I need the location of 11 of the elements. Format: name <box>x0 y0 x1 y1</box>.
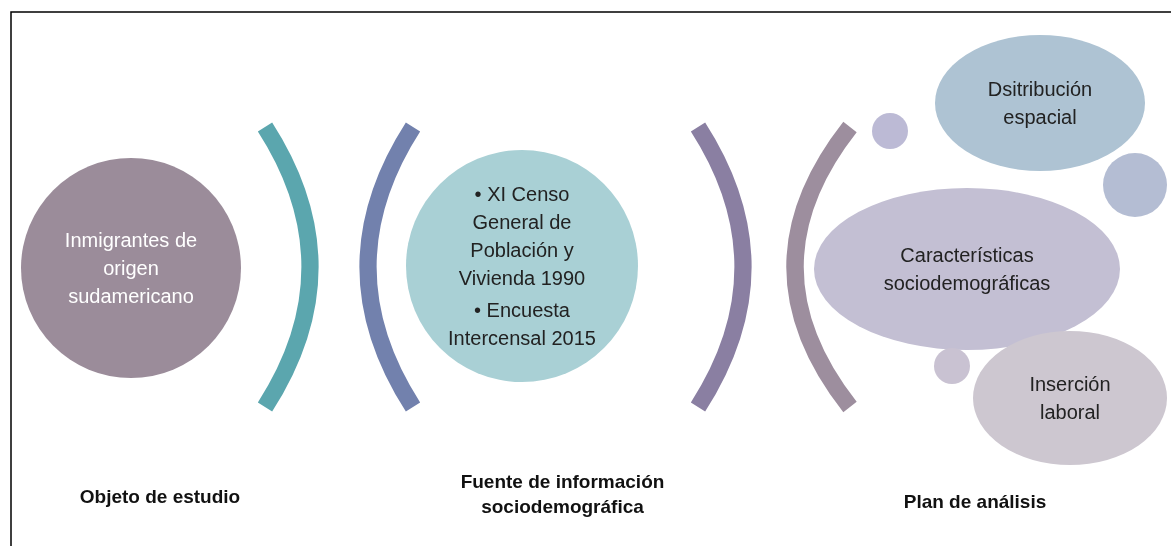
node-text: Características sociodemográficas <box>882 243 1052 296</box>
bullet-text: • XI Censo General de Población y Vivienda 1990 <box>457 182 587 291</box>
bullet-text: • Encuesta Intercensal 2015 <box>447 298 597 351</box>
node-text: Inmigrantes de origen sudamericano <box>63 228 199 309</box>
circle-node <box>872 113 908 149</box>
node-text: Inserción laboral <box>1028 372 1112 425</box>
node-text: Dsitribución espacial <box>986 77 1094 130</box>
section-heading: Objeto de estudio <box>78 485 242 509</box>
circle-node <box>934 348 970 384</box>
section-heading: Plan de análisis <box>902 490 1048 514</box>
section-heading: Fuente de información sociodemográfica <box>459 470 666 519</box>
